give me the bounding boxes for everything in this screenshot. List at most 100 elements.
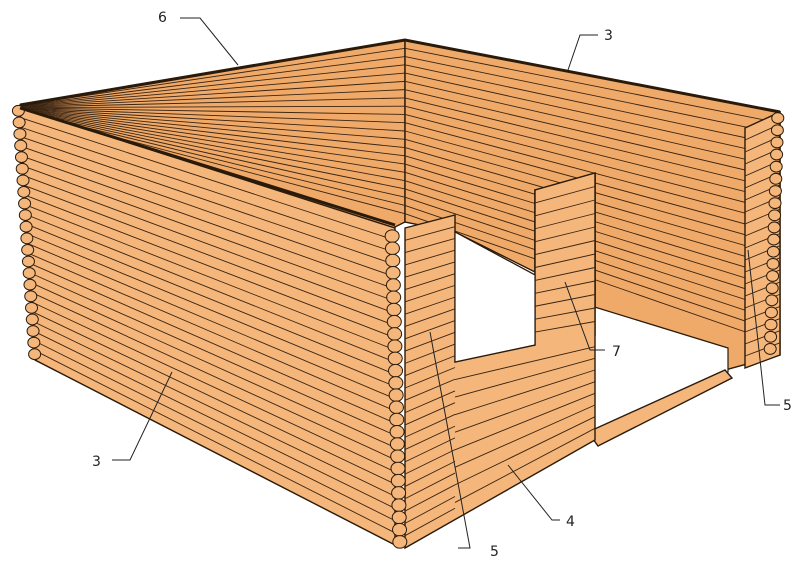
log-end [17, 186, 31, 198]
log-line [404, 296, 456, 315]
log-end [388, 388, 404, 402]
log-end [764, 330, 778, 343]
log-end [766, 257, 780, 270]
log-end [20, 232, 34, 245]
log-line [534, 213, 596, 230]
log-line [404, 460, 456, 487]
leader-lines [112, 17, 780, 549]
log-line [404, 472, 456, 500]
log-end [765, 282, 779, 295]
log-line [19, 109, 406, 165]
log-end [13, 128, 27, 140]
log-end [15, 162, 29, 175]
log-line [22, 156, 396, 290]
log-line [19, 110, 406, 190]
log-line [404, 122, 781, 223]
log-end [24, 290, 38, 303]
log-line [22, 146, 396, 278]
log-line [404, 308, 456, 327]
log-line [29, 272, 396, 436]
log-end [22, 267, 36, 279]
log-end [385, 266, 401, 280]
log-line [404, 355, 456, 377]
log-line [19, 47, 406, 106]
label-5-front-post: 5 [490, 544, 499, 560]
log-end [14, 151, 28, 164]
log-line [19, 80, 406, 108]
door-threshold [586, 369, 734, 447]
log-end [19, 220, 33, 233]
log-line [404, 114, 781, 212]
log-end [389, 425, 405, 439]
log-line [19, 109, 406, 173]
log-end [386, 302, 402, 317]
log-end [388, 376, 404, 390]
log-end [14, 139, 28, 152]
right-corner-log-ends [763, 112, 785, 355]
log-line [19, 107, 406, 124]
log-line [404, 320, 456, 340]
log-line [404, 437, 456, 463]
front-left-wall-logs [20, 117, 396, 534]
log-end [768, 185, 782, 197]
log-end [770, 148, 784, 161]
log-line [404, 226, 456, 241]
log-line [404, 97, 781, 190]
log-end [389, 412, 405, 427]
log-line [21, 126, 396, 253]
log-end [392, 522, 408, 537]
window-cutout [454, 230, 536, 363]
log-end [391, 486, 407, 500]
log-line [19, 89, 406, 108]
log-line [31, 311, 396, 485]
top-edge [19, 38, 781, 114]
label-5-right-edge: 5 [783, 398, 792, 414]
log-line [31, 301, 396, 473]
log-line [30, 291, 396, 461]
label-7-partition: 7 [612, 344, 621, 360]
log-end [389, 437, 405, 451]
log-line [404, 390, 456, 414]
log-end [18, 209, 32, 222]
log-end [390, 461, 406, 476]
log-line [404, 238, 456, 254]
log-line [19, 109, 406, 157]
log-line [534, 226, 596, 243]
log-line [404, 449, 456, 475]
label-4-front-bottom: 4 [566, 514, 575, 530]
log-line [19, 56, 406, 107]
label-6-top-left: 6 [158, 10, 167, 26]
log-end [384, 229, 400, 243]
log-line [454, 346, 596, 380]
log-end [18, 197, 32, 210]
log-line [534, 280, 596, 294]
log-end [767, 233, 781, 246]
log-line [34, 349, 396, 534]
log-end [384, 241, 400, 256]
log-line [19, 108, 406, 140]
log-line [404, 249, 456, 266]
log-line [33, 340, 396, 522]
log-line [534, 240, 596, 256]
log-line [404, 72, 781, 157]
log-line [534, 307, 596, 320]
log-line [404, 273, 456, 290]
log-line [454, 392, 596, 451]
log-line [404, 425, 456, 450]
label-3-top-right: 3 [604, 28, 613, 44]
log-line [404, 402, 456, 426]
log-end [385, 278, 401, 292]
log-line [404, 378, 456, 401]
log-end [386, 290, 402, 305]
log-line [19, 110, 406, 198]
log-line [534, 294, 596, 307]
log-line [25, 204, 396, 351]
log-end [16, 174, 30, 187]
log-line [23, 165, 396, 302]
log-end [770, 124, 784, 137]
log-end [388, 363, 404, 378]
front-right-wall-logs [404, 186, 596, 537]
log-line [23, 175, 396, 314]
log-end [27, 336, 41, 349]
